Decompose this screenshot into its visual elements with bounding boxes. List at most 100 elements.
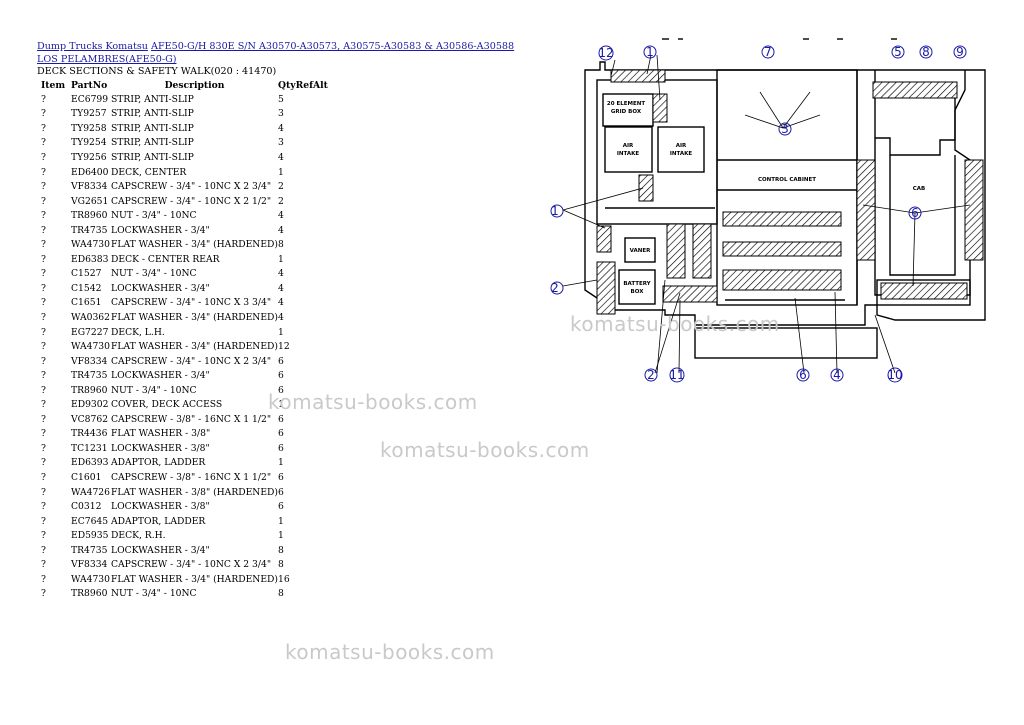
cell-item: ? xyxy=(41,442,46,454)
cell-item: ? xyxy=(41,515,46,527)
cell-item: ? xyxy=(41,413,46,425)
breadcrumb-link-category[interactable]: Dump Trucks Komatsu xyxy=(37,41,148,52)
cell-description: DECK, CENTER xyxy=(111,166,187,178)
cell-item: ? xyxy=(41,122,46,134)
cell-description: NUT - 3/4" - 10NC xyxy=(111,384,197,396)
cell-item: ? xyxy=(41,93,46,105)
cell-description: ADAPTOR, LADDER xyxy=(111,515,206,527)
callout-5: 5 xyxy=(894,45,902,59)
cell-partno: TY9256 xyxy=(71,151,107,163)
cell-qty: 1 xyxy=(278,399,284,411)
air-intake-left-label-2: INTAKE xyxy=(617,151,639,157)
cell-qty: 8 xyxy=(278,588,284,600)
cell-description: FLAT WASHER - 3/4" (HARDENED) xyxy=(111,239,279,251)
deck-diagram: 20 ELEMENT GRID BOX AIR INTAKE AIR INTAK… xyxy=(550,38,986,383)
cell-item: ? xyxy=(41,486,46,498)
cell-partno: VC8762 xyxy=(71,413,109,425)
cell-qty: 4 xyxy=(278,210,284,222)
cell-partno: WA0362 xyxy=(71,311,111,323)
cell-item: ? xyxy=(41,195,46,207)
callout-3: 3 xyxy=(781,122,789,136)
cell-partno: TY9254 xyxy=(71,137,107,149)
cell-partno: VF8334 xyxy=(71,355,108,367)
battery-box-label-1: BATTERY xyxy=(623,281,651,287)
cell-qty: 8 xyxy=(278,559,284,571)
cell-description: COVER, DECK ACCESS xyxy=(111,399,223,411)
air-intake-right-label-2: INTAKE xyxy=(670,151,692,157)
cell-item: ? xyxy=(41,181,46,193)
section-title: DECK SECTIONS & SAFETY WALK(020 : 41470) xyxy=(37,66,277,77)
cell-description: STRIP, ANTI-SLIP xyxy=(111,122,194,134)
watermark-4: komatsu-books.com xyxy=(285,640,495,664)
cell-item: ? xyxy=(41,544,46,556)
cell-description: FLAT WASHER - 3/8" (HARDENED) xyxy=(111,486,279,498)
breadcrumb-link-model[interactable]: AFE50-G/H 830E S/N A30570-A30573, A30575… xyxy=(151,41,515,52)
cell-description: CAPSCREW - 3/4" - 10NC X 2 3/4" xyxy=(111,355,272,367)
cell-partno: WA4730 xyxy=(71,573,111,585)
cell-qty: 6 xyxy=(278,471,284,483)
cell-description: FLAT WASHER - 3/4" (HARDENED) xyxy=(111,573,279,585)
cell-qty: 3 xyxy=(278,108,284,120)
cell-qty: 4 xyxy=(278,151,284,163)
cell-partno: C1651 xyxy=(71,297,102,309)
cell-description: CAPSCREW - 3/8" - 16NC X 1 1/2" xyxy=(111,471,272,483)
breadcrumb-link-variant[interactable]: LOS PELAMBRES(AFE50-G) xyxy=(37,54,177,65)
cell-qty: 2 xyxy=(278,181,284,193)
cell-description: NUT - 3/4" - 10NC xyxy=(111,268,197,280)
cell-description: STRIP, ANTI-SLIP xyxy=(111,137,194,149)
cell-qty: 6 xyxy=(278,501,284,513)
watermark-2: komatsu-books.com xyxy=(268,390,478,414)
cell-partno: TR8960 xyxy=(71,588,108,600)
cell-item: ? xyxy=(41,573,46,585)
cell-item: ? xyxy=(41,341,46,353)
cell-description: FLAT WASHER - 3/4" (HARDENED) xyxy=(111,311,279,323)
cell-qty: 4 xyxy=(278,282,284,294)
battery-box-label-2: BOX xyxy=(631,289,645,295)
cell-description: NUT - 3/4" - 10NC xyxy=(111,210,197,222)
cell-qty: 1 xyxy=(278,326,284,338)
cell-qty: 4 xyxy=(278,122,284,134)
callout-9: 9 xyxy=(956,45,964,59)
callout-1-left: 1 xyxy=(551,204,559,218)
cell-qty: 8 xyxy=(278,544,284,556)
callout-11: 11 xyxy=(669,368,684,382)
header-alt: Alt xyxy=(313,79,328,91)
cell-partno: VF8334 xyxy=(71,181,108,193)
cell-partno: VF8334 xyxy=(71,559,108,571)
cell-partno: WA4730 xyxy=(71,341,111,353)
cell-description: LOCKWASHER - 3/8" xyxy=(111,442,210,454)
cell-description: CAPSCREW - 3/4" - 10NC X 2 3/4" xyxy=(111,559,272,571)
cell-qty: 5 xyxy=(278,93,284,105)
cell-item: ? xyxy=(41,137,46,149)
cell-item: ? xyxy=(41,166,46,178)
cell-partno: C0312 xyxy=(71,501,102,513)
cell-partno: EC7645 xyxy=(71,515,109,527)
cell-description: CAPSCREW - 3/8" - 16NC X 1 1/2" xyxy=(111,413,272,425)
cell-description: CAPSCREW - 3/4" - 10NC X 2 1/2" xyxy=(111,195,272,207)
header-qty: Qty xyxy=(278,79,296,91)
watermark-3: komatsu-books.com xyxy=(380,438,590,462)
cell-partno: ED6383 xyxy=(71,253,109,265)
cell-item: ? xyxy=(41,297,46,309)
cell-qty: 6 xyxy=(278,486,284,498)
air-intake-right-label-1: AIR xyxy=(676,143,687,149)
cell-partno: ED6400 xyxy=(71,166,109,178)
cell-description: ADAPTOR, LADDER xyxy=(111,457,206,469)
cell-partno: WA4730 xyxy=(71,239,111,251)
callout-2-bottom: 2 xyxy=(647,368,655,382)
cell-item: ? xyxy=(41,151,46,163)
cell-partno: EC6799 xyxy=(71,93,109,105)
cell-item: ? xyxy=(41,370,46,382)
cell-qty: 1 xyxy=(278,166,284,178)
